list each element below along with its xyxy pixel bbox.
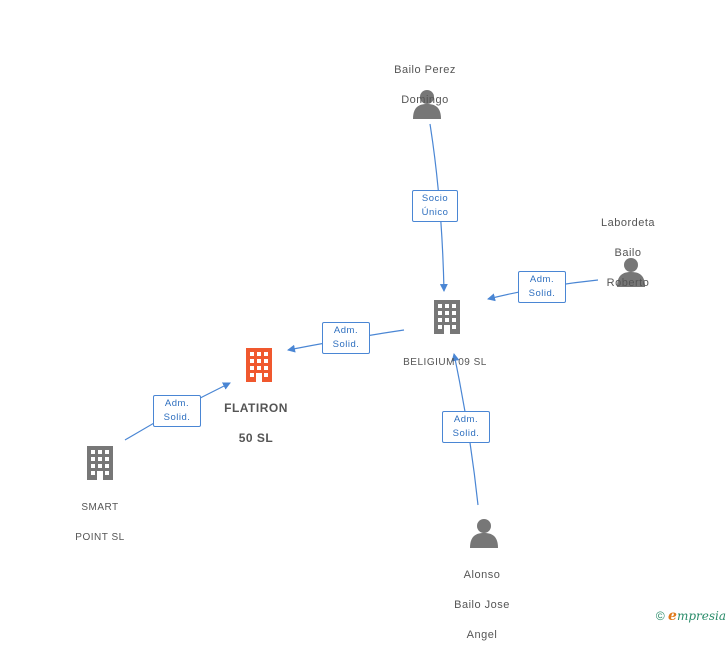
edge-label-socio-unico: Socio Único [412, 190, 458, 222]
edge-label-alonso-adm: Adm. Solid. [442, 411, 490, 443]
building-icon-smart[interactable] [87, 446, 113, 480]
node-label-smart[interactable]: SMART POINT SL [75, 502, 125, 543]
building-icon-beligium[interactable] [434, 300, 460, 334]
edge-label-beligium-adm: Adm. Solid. [322, 322, 370, 354]
empresia-brand: © empresia [656, 608, 726, 624]
node-label-alonso[interactable]: Alonso Bailo Jose Angel [454, 569, 510, 641]
copyright-icon: © [655, 609, 665, 623]
node-label-beligium[interactable]: BELIGIUM 09 SL [403, 357, 487, 368]
node-label-flatiron[interactable]: FLATIRON 50 SL [224, 401, 288, 445]
building-icon-flatiron[interactable] [246, 348, 272, 382]
node-label-bailo-perez[interactable]: Bailo Perez Domingo [394, 64, 456, 106]
node-label-labordeta[interactable]: Labordeta Bailo Roberto [600, 217, 656, 289]
edge-label-smart-adm: Adm. Solid. [153, 395, 201, 427]
person-icon-alonso[interactable] [470, 519, 498, 548]
brand-logo: empresia [668, 608, 726, 624]
edge-label-labordeta-adm: Adm. Solid. [518, 271, 566, 303]
